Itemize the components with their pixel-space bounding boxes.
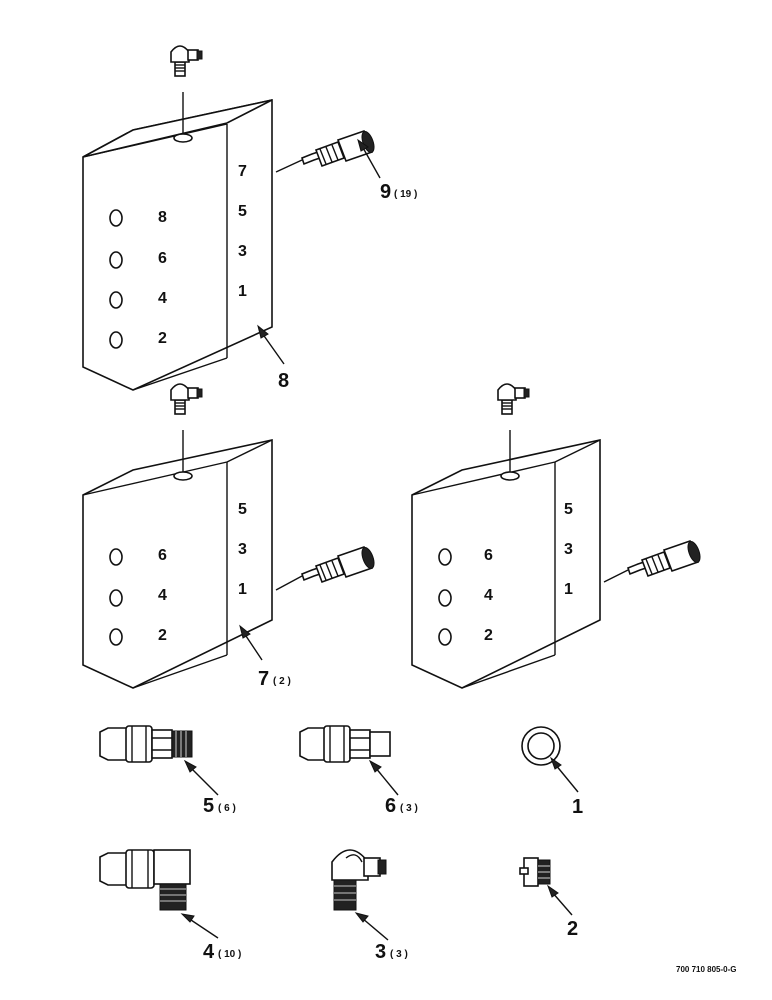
- distribution-block-7: 6 4 2 5 3 1: [82, 430, 273, 689]
- callout-2: 2: [567, 918, 578, 940]
- part-5-straight-threaded-connector: [99, 725, 193, 763]
- drawing-reference-number: 700 710 805-0-G: [676, 965, 737, 974]
- distribution-block-8: 8 6 4 2 7 5 3 1: [82, 92, 273, 391]
- tube-connector-icon: [301, 545, 378, 583]
- port-label: 3: [564, 541, 573, 558]
- quantity-label: ( 10 ): [218, 949, 241, 960]
- callout-5: 5: [203, 795, 214, 817]
- port-label: 3: [238, 541, 247, 558]
- part-6-straight-connector: [299, 725, 391, 763]
- callout-3: 3: [375, 941, 386, 963]
- port-label: 5: [564, 501, 573, 518]
- quantity-label: ( 19 ): [394, 189, 417, 200]
- grease-fitting-icon: [497, 383, 530, 415]
- port-label: 2: [484, 627, 493, 644]
- part-4-elbow-connector: [99, 849, 191, 911]
- part-1-washer: [521, 726, 561, 766]
- part-3-grease-fitting: [331, 849, 387, 911]
- part-2-plug: [519, 857, 551, 887]
- port-label: 4: [158, 587, 167, 604]
- port-label: 7: [238, 163, 247, 180]
- grease-fitting-icon: [170, 383, 203, 415]
- port-label: 6: [158, 250, 167, 267]
- port-label: 3: [238, 243, 247, 260]
- callout-7: 7: [258, 668, 269, 690]
- callout-4: 4: [203, 941, 215, 963]
- port-label: 6: [484, 547, 493, 564]
- port-label: 5: [238, 501, 247, 518]
- port-label: 2: [158, 627, 167, 644]
- port-label: 6: [158, 547, 167, 564]
- quantity-label: ( 3 ): [400, 803, 418, 814]
- callout-6: 6: [385, 795, 396, 817]
- port-label: 2: [158, 330, 167, 347]
- tube-connector-icon: [627, 539, 704, 577]
- quantity-label: ( 2 ): [273, 676, 291, 687]
- port-label: 5: [238, 203, 247, 220]
- quantity-label: ( 6 ): [218, 803, 236, 814]
- callout-1: 1: [572, 796, 583, 818]
- grease-fitting-icon: [170, 45, 203, 77]
- callout-8: 8: [278, 370, 289, 392]
- port-label: 4: [158, 290, 167, 307]
- port-label: 1: [238, 581, 247, 598]
- distribution-block-unlabeled: 6 4 2 5 3 1: [411, 430, 601, 689]
- callout-9: 9: [380, 181, 391, 203]
- port-label: 8: [158, 209, 167, 226]
- quantity-label: ( 3 ): [390, 949, 408, 960]
- port-label: 1: [238, 283, 247, 300]
- port-label: 1: [564, 581, 573, 598]
- port-label: 4: [484, 587, 493, 604]
